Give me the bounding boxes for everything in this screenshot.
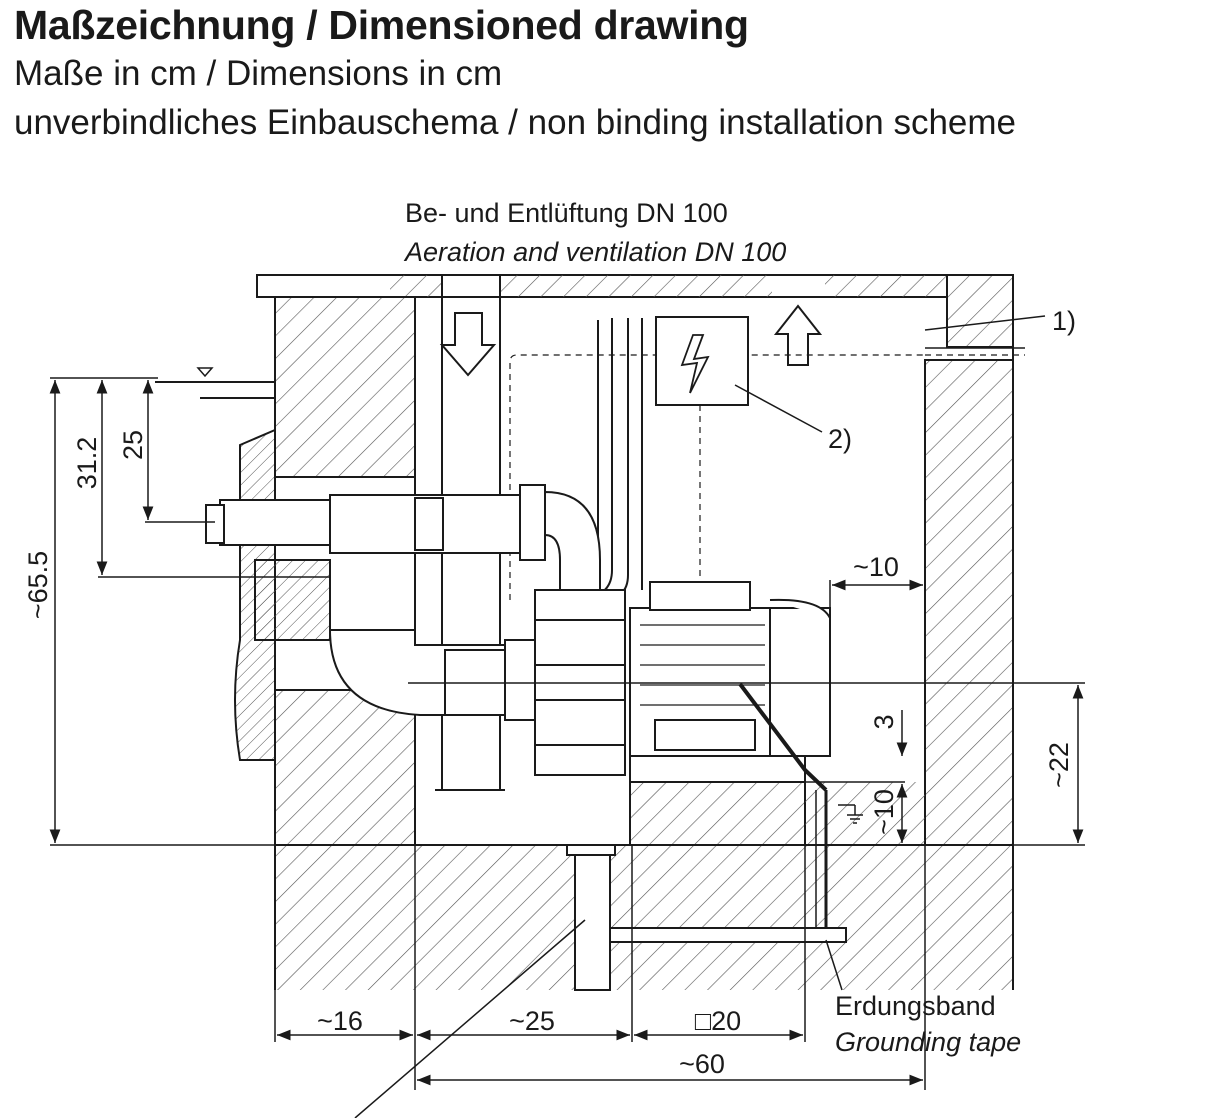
dim-label-10-side: ~10: [869, 789, 899, 835]
page-title: Maßzeichnung / Dimensioned drawing: [14, 2, 749, 48]
air-in-arrow: [439, 312, 497, 377]
pump-assembly: [205, 428, 831, 783]
vent-label-en: Aeration and ventilation DN 100: [403, 237, 786, 267]
leader-1: [924, 315, 1046, 331]
grounding-tape-line: [738, 682, 828, 792]
dim-label-20: □20: [695, 1006, 741, 1036]
units-subtitle: Maße in cm / Dimensions in cm: [14, 54, 503, 93]
water-level-dashed: [509, 354, 925, 600]
dim-label-22: ~22: [1044, 742, 1074, 788]
grounding-label-de: Erdungsband: [835, 991, 996, 1021]
dim-label-65-5: ~65.5: [23, 551, 53, 619]
disclaimer-note: unverbindliches Einbauschema / non bindi…: [14, 103, 1017, 142]
lightning-icon: [680, 334, 710, 394]
ground-symbol-icon: [838, 804, 863, 824]
air-out-arrow: [773, 304, 823, 366]
dim-label-31-2: 31.2: [72, 437, 102, 490]
leader-grounding: [825, 939, 843, 991]
water-level: [155, 367, 275, 399]
vent-label-de: Be- und Entlüftung DN 100: [405, 198, 728, 228]
ref-label-1: 1): [1052, 306, 1076, 336]
grounding-label-en: Grounding tape: [835, 1027, 1021, 1057]
ref-label-2: 2): [828, 424, 852, 454]
leader-drain: [354, 919, 586, 1118]
dim-label-25-h: ~25: [509, 1006, 555, 1036]
leader-2: [734, 384, 823, 433]
concrete-structure: [256, 274, 1014, 991]
dim-label-3: 3: [869, 714, 899, 729]
dim-label-16: ~16: [317, 1006, 363, 1036]
electrical-box: [655, 316, 749, 406]
dim-label-25-v: 25: [118, 430, 148, 460]
dim-label-60: ~60: [679, 1049, 725, 1079]
dim-label-10-top: ~10: [853, 552, 899, 582]
